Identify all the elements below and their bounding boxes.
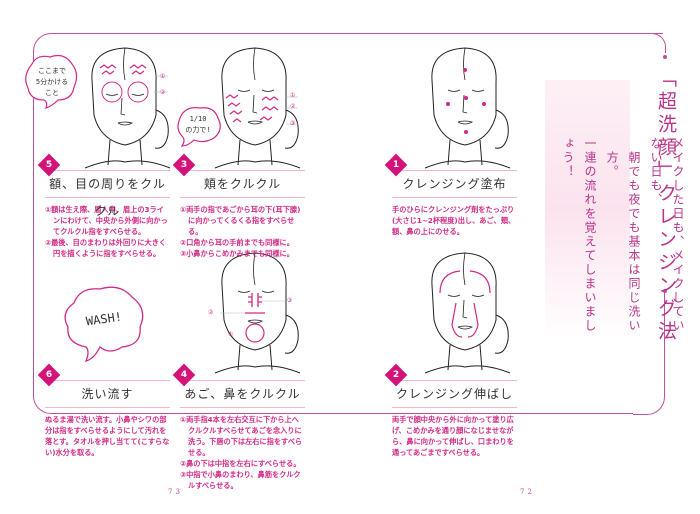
frame-dot-bottom [663, 289, 667, 293]
speech-bubble-power [177, 107, 221, 147]
page-frame-top [33, 33, 663, 217]
speech-bubble-5min [25, 54, 78, 109]
bubble-text-5min: ここまで 5分かける こと [35, 67, 69, 97]
step-number: 1 [392, 160, 400, 170]
face-illustration-step1 [424, 47, 511, 169]
label-2: ② [290, 103, 296, 110]
step-number: 6 [45, 370, 53, 380]
step-title: クレンジング塗布 [402, 177, 507, 191]
label-1: ① [290, 92, 296, 99]
step-4: 4 あご、鼻をクルクル ①両手指4本を左右交互に下から上へクルクルすべらせてあご… [172, 363, 305, 491]
step-1: 1 クレンジング塗布 手のひらにクレンジング剤をたっぷり(大さじ1~2杯程度)出… [384, 153, 517, 237]
step-title: 洗い流す [81, 387, 134, 401]
label-1: ① [228, 331, 234, 338]
step-description: 手のひらにクレンジング剤をたっぷり(大さじ1~2杯程度)出し、あご、頬、額、鼻の… [392, 205, 516, 236]
step-3: 3 頬をクルクル ①両手の指であごから耳の下(耳下腺)に向かってくるくる指をすべ… [172, 153, 305, 259]
bubble-text-power: 1/10 の力で! [185, 115, 211, 134]
frame-dot-top [663, 55, 667, 59]
step-description: ①両手の指であごから耳の下(耳下腺)に向かってくるくる指をすべらせる。 ②口角か… [180, 205, 301, 258]
speech-bubble-wash [64, 286, 144, 362]
page-frame-bottom [33, 200, 633, 414]
face-illustration-step2 [424, 252, 511, 374]
face-illustration-step3 [214, 47, 301, 169]
intro-line-2: 朝でも夜でも基本は同じ洗い方。 [605, 151, 641, 333]
page-frame-top-right [640, 33, 666, 53]
step-title: 額、目の周りをクルクル [49, 177, 166, 218]
intro-background [545, 80, 630, 340]
step-description: ①額は生え際、眉人中、眉上の3ラインにわけて、中央から外側に向かってクルクル指を… [45, 205, 168, 258]
step-title: 頬をクルクル [203, 177, 282, 191]
step-header: 4 あご、鼻をクルクル [172, 363, 305, 408]
step-number: 5 [45, 160, 53, 170]
step-description: ①両手指4本を左右交互に下から上へクルクルすべらせてあごを念入りに洗う。下唇の下… [180, 415, 303, 490]
page-number-left: 73 [168, 488, 183, 496]
section-title: 「超洗顔」クレンジング法 [655, 68, 677, 344]
step-6: 6 洗い流す ぬるま湯で洗い流す。小鼻やシワの部分は指をすべらせるようにして汚れ… [37, 363, 170, 458]
label-2: ② [208, 309, 214, 316]
step-header: 3 頬をクルクル [172, 153, 305, 198]
face-illustration-step5 [84, 47, 171, 169]
step-header: 2 クレンジング伸ばし [384, 363, 517, 408]
step-description: ぬるま湯で洗い流す。小鼻やシワの部分は指をすべらせるようにして汚れを落とす。タオ… [45, 415, 170, 457]
step-header: 1 クレンジング塗布 [384, 153, 517, 198]
page-frame-bottom-right [633, 290, 665, 415]
step-title: クレンジング伸ばし [395, 387, 513, 401]
step-title: あご、鼻をクルクル [184, 387, 301, 401]
step-number: 4 [180, 370, 188, 380]
intro-text: メイクした日も、メイクしていない日も、 朝でも夜でも基本は同じ洗い方。 一連の流… [557, 137, 689, 337]
label-3: ③ [287, 297, 293, 304]
step-5: 5 額、目の周りをクルクル ①額は生え際、眉人中、眉上の3ラインにわけて、中央か… [37, 153, 170, 259]
step-number: 3 [180, 160, 188, 170]
step-header: 6 洗い流す [37, 363, 170, 408]
step-2: 2 クレンジング伸ばし 両手で顔中央から外に向かって塗り広げ、こめかみを通り顔に… [384, 363, 517, 458]
label-2: ② [160, 89, 166, 96]
label-3: ③ [290, 120, 296, 127]
intro-line-1: メイクした日も、メイクしていない日も、 [649, 137, 685, 333]
label-1: ① [160, 73, 166, 80]
page-number-right: 72 [520, 488, 535, 496]
face-illustration-step4 [214, 252, 301, 374]
step-description: 両手で顔中央から外に向かって塗り広げ、こめかみを通り顔になじませながら、鼻に向か… [392, 415, 514, 457]
intro-line-3: 一連の流れを覚えてしまいましょう！ [561, 137, 597, 333]
step-number: 2 [392, 370, 400, 380]
step-header: 5 額、目の周りをクルクル [37, 153, 170, 218]
